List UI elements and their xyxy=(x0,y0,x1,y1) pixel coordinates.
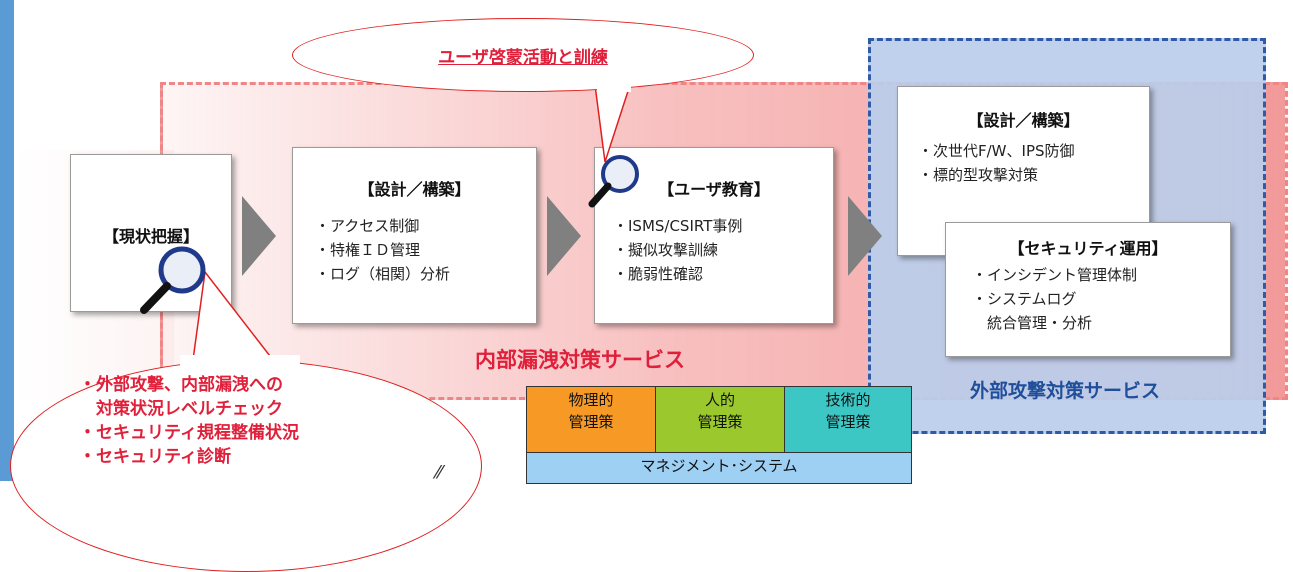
list-item: ・インシデント管理体制 xyxy=(972,266,1138,284)
technical-measures-cell: 技術的 管理策 xyxy=(784,386,912,453)
magnifier-icon xyxy=(588,155,639,208)
cell-line: 人的 xyxy=(704,391,735,409)
list-item: 対策状況レベルチェック xyxy=(79,399,283,419)
user-awareness-bubble-text: ユーザ啓蒙活動と訓練 xyxy=(438,48,608,68)
list-item: ・システムログ xyxy=(972,290,1077,308)
list-item: ・次世代F/W、IPS防御 xyxy=(918,142,1075,160)
human-measures-cell: 人的 管理策 xyxy=(655,386,785,453)
list-item: ・擬似攻撃訓練 xyxy=(613,241,719,259)
design2-title: 【設計／構築】 xyxy=(967,111,1080,130)
assessment-bubble-text: ・外部攻撃、内部漏洩への 対策状況レベルチェック ・セキュリティ規程整備状況 ・… xyxy=(79,373,299,469)
list-item: ・標的型攻撃対策 xyxy=(918,166,1039,184)
list-item: ・特権ＩＤ管理 xyxy=(315,241,421,259)
arrow-right-icon xyxy=(242,196,276,276)
cell-line: 物理的 xyxy=(568,391,614,409)
arrow-right-icon xyxy=(547,196,581,276)
bubble-seam xyxy=(597,86,631,92)
top-bubble-tail xyxy=(594,84,631,163)
cell-line: 管理策 xyxy=(568,413,614,431)
user-education-title: 【ユーザ教育】 xyxy=(658,180,770,199)
cell-line: マネジメント･システム xyxy=(640,457,798,475)
user-education-list: ・ISMS/CSIRT事例 ・擬似攻撃訓練 ・脆弱性確認 xyxy=(613,214,742,286)
list-item: 統合管理・分析 xyxy=(972,314,1093,332)
security-operation-box: 【セキュリティ運用】 ・インシデント管理体制 ・システムログ 統合管理・分析 xyxy=(945,222,1231,357)
external-attack-service-label: 外部攻撃対策サービス xyxy=(969,380,1160,402)
design-title: 【設計／構築】 xyxy=(358,180,471,199)
magnifier-icon xyxy=(140,246,206,314)
stray-mark: ⁄⁄ xyxy=(436,462,443,483)
user-education-box: 【ユーザ教育】 ・ISMS/CSIRT事例 ・擬似攻撃訓練 ・脆弱性確認 xyxy=(594,147,834,324)
list-item: ・脆弱性確認 xyxy=(613,265,704,283)
list-item: ・セキュリティ規程整備状況 xyxy=(79,423,299,443)
internal-leak-service-label: 内部漏洩対策サービス xyxy=(475,348,685,372)
list-item: ・セキュリティ診断 xyxy=(79,447,231,467)
list-item: ・外部攻撃、内部漏洩への xyxy=(79,375,283,395)
design-box: 【設計／構築】 ・アクセス制御 ・特権ＩＤ管理 ・ログ（相関）分析 xyxy=(292,147,537,324)
bottom-bubble-seam xyxy=(180,355,300,367)
security-operation-title: 【セキュリティ運用】 xyxy=(1008,239,1168,258)
measures-grid: 物理的 管理策 人的 管理策 技術的 管理策 マネジメント･システム xyxy=(526,386,912,484)
design-list: ・アクセス制御 ・特権ＩＤ管理 ・ログ（相関）分析 xyxy=(315,214,450,286)
assessment-bubble: ・外部攻撃、内部漏洩への 対策状況レベルチェック ・セキュリティ規程整備状況 ・… xyxy=(10,360,482,572)
cell-line: 技術的 xyxy=(825,391,871,409)
arrow-right-icon xyxy=(848,196,882,276)
security-operation-list: ・インシデント管理体制 ・システムログ 統合管理・分析 xyxy=(972,263,1137,335)
design2-list: ・次世代F/W、IPS防御 ・標的型攻撃対策 xyxy=(918,139,1075,187)
cell-line: 管理策 xyxy=(697,413,743,431)
left-edge-bar xyxy=(0,0,14,481)
cell-line: 管理策 xyxy=(825,413,871,431)
list-item: ・ISMS/CSIRT事例 xyxy=(613,217,743,235)
management-system-cell: マネジメント･システム xyxy=(526,452,912,484)
current-status-title: 【現状把握】 xyxy=(102,227,199,246)
list-item: ・アクセス制御 xyxy=(315,217,420,235)
list-item: ・ログ（相関）分析 xyxy=(315,265,451,283)
user-awareness-bubble: ユーザ啓蒙活動と訓練 xyxy=(292,18,754,92)
physical-measures-cell: 物理的 管理策 xyxy=(526,386,656,453)
